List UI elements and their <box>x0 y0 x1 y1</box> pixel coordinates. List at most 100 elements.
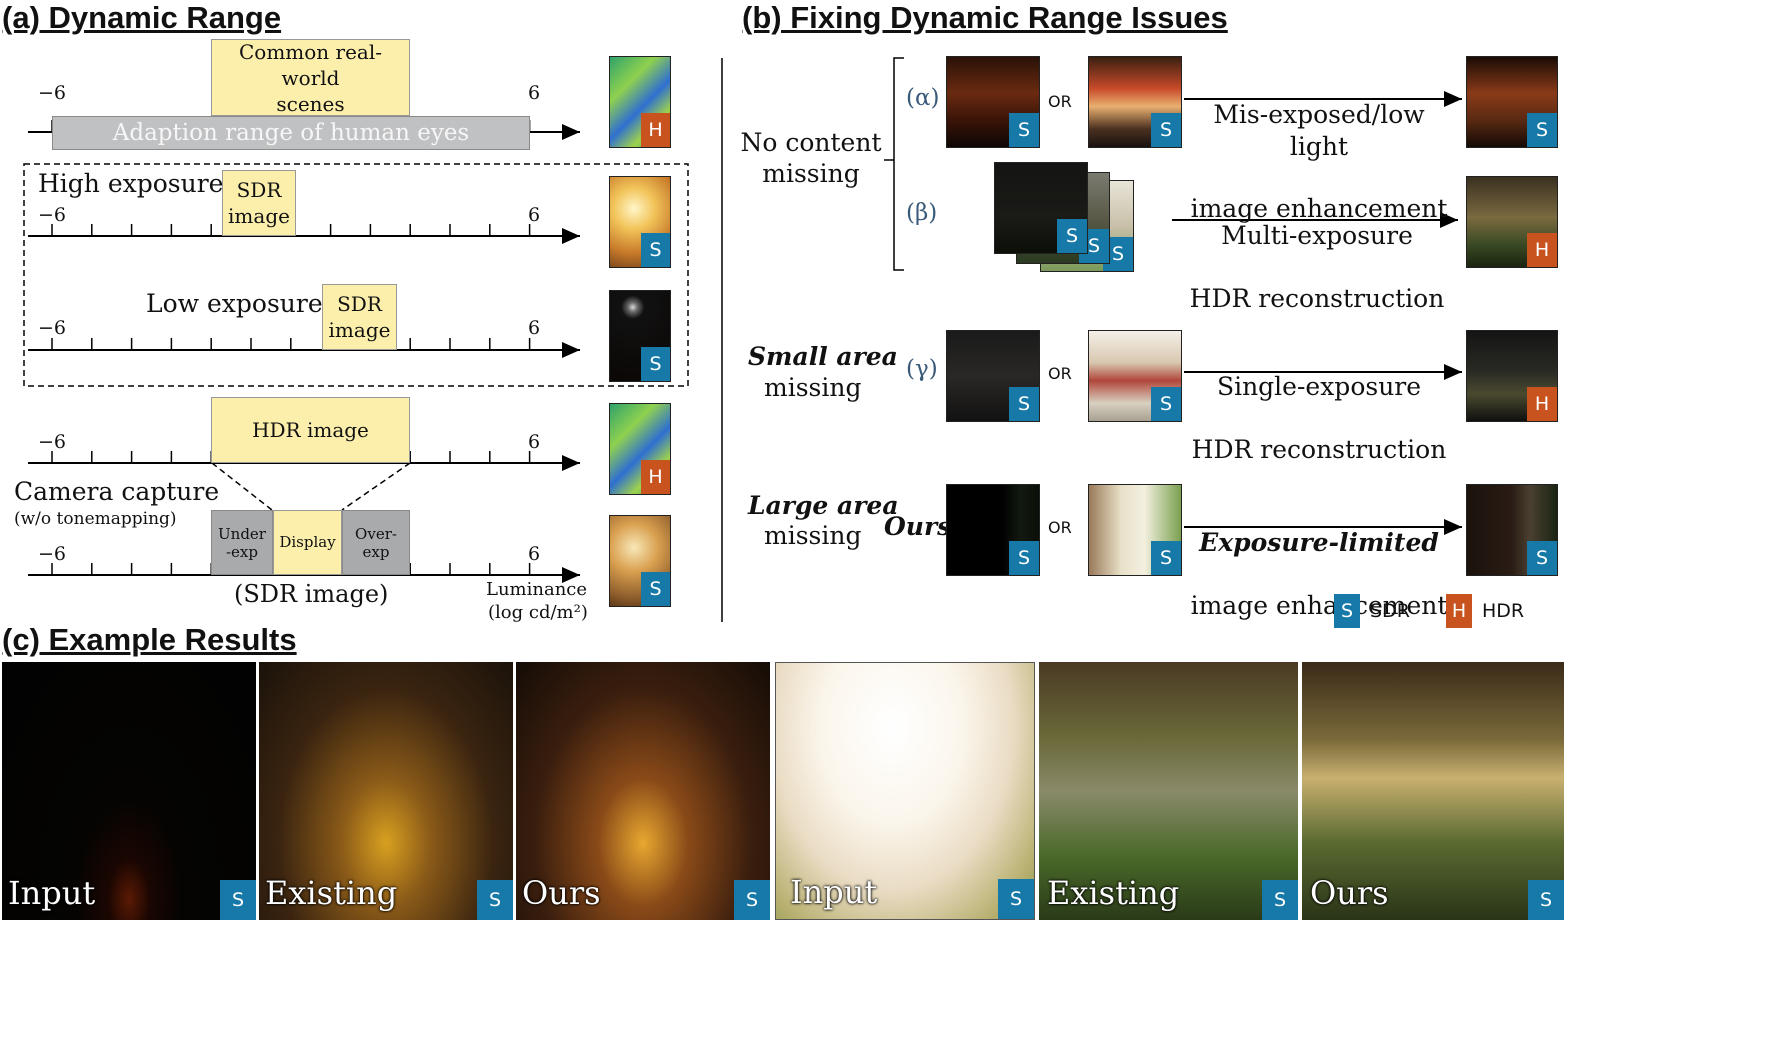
s-badge: S <box>998 879 1034 919</box>
arrow1-line1: Mis-exposed/low light <box>1213 100 1425 161</box>
street-bright-thumb: S <box>1088 330 1182 422</box>
sdr-image-label: (SDR image) <box>234 580 389 608</box>
gamma-label: (γ) <box>906 356 938 382</box>
s-badge: S <box>1151 387 1181 421</box>
over-exp-box: Over- exp <box>342 510 410 575</box>
temple-dark-thumb: S <box>946 56 1040 148</box>
axis-min-1: −6 <box>38 82 67 104</box>
section-c-title: (c) Example Results <box>2 622 297 657</box>
hdr-thumb-1: H <box>609 56 671 148</box>
camera-capture-sublabel: (w/o tonemapping) <box>14 509 177 529</box>
s-badge: S <box>1057 219 1087 253</box>
axis-max-4: 6 <box>528 431 541 453</box>
axis-max-3: 6 <box>528 317 541 339</box>
adaption-range-bar: Adaption range of human eyes <box>52 116 530 150</box>
luminance-unit: (log cd/m²) <box>488 602 588 623</box>
temple-bright-thumb: S <box>1088 56 1182 148</box>
alpha-label: (α) <box>906 85 940 111</box>
forest-bright-thumb: S <box>1088 484 1182 576</box>
legend-hdr-badge: H <box>1446 594 1472 628</box>
result-input-night: Input S <box>2 662 256 920</box>
display-box: Display <box>273 510 342 575</box>
arrow1-text: Mis-exposed/low light image enhancement <box>1184 68 1454 256</box>
bracket <box>884 57 904 271</box>
arrow4-text: Exposure-limited image enhancement <box>1184 496 1454 652</box>
sdr-box-low: SDR image <box>322 284 397 350</box>
result-existing-night: Existing S <box>259 662 513 920</box>
under-exp-box: Under -exp <box>211 510 273 575</box>
arrow1-line2: image enhancement <box>1190 194 1448 223</box>
result-existing-forest: Existing S <box>1039 662 1298 920</box>
s-badge: S <box>1262 880 1298 920</box>
hdr-building-thumb: H <box>1466 176 1558 268</box>
arrow4-line1: Exposure-limited <box>1199 528 1439 558</box>
result-label: Existing <box>265 874 398 912</box>
arrow2-line1: Multi-exposure <box>1221 221 1413 251</box>
h-badge: H <box>641 113 670 147</box>
axis-min-2: −6 <box>38 204 67 226</box>
common-scenes-box: Common real-world scenes <box>211 39 410 116</box>
s-badge: S <box>1009 541 1039 575</box>
small-area-label: Small area <box>748 342 898 371</box>
arrow4-line2: image enhancement <box>1190 590 1448 620</box>
axis-min-4: −6 <box>38 431 67 453</box>
legend-sdr-label: SDR <box>1370 600 1410 622</box>
large-missing-label: missing <box>764 521 862 550</box>
arrow2-line2: HDR reconstruction <box>1189 283 1445 313</box>
luminance-label: Luminance <box>486 579 588 600</box>
legend-sdr-badge: S <box>1334 594 1360 628</box>
s-badge: S <box>641 572 670 606</box>
section-b-title: (b) Fixing Dynamic Range Issues <box>742 0 1228 35</box>
low-exposure-label: Low exposure <box>146 289 323 318</box>
or-label: OR <box>1048 364 1072 383</box>
forest-dark-thumb: S <box>946 484 1040 576</box>
hdr-image-box: HDR image <box>211 397 410 463</box>
street-hdr-thumb: H <box>1466 330 1558 422</box>
s-badge: S <box>641 233 670 267</box>
s-badge: S <box>734 880 770 920</box>
high-exposure-label: High exposure <box>38 169 224 198</box>
result-label: Ours <box>522 874 601 912</box>
h-badge: H <box>1527 387 1557 421</box>
s-badge: S <box>477 880 513 920</box>
s-badge: S <box>1151 541 1181 575</box>
forest-enhanced-thumb: S <box>1466 484 1558 576</box>
s-badge: S <box>1009 387 1039 421</box>
sdr-box-high: SDR image <box>222 170 296 236</box>
s-badge: S <box>1009 113 1039 147</box>
s-badge: S <box>1151 113 1181 147</box>
multi-exposure-1: S <box>994 162 1088 254</box>
arrow3-text: Single-exposure HDR reconstruction <box>1184 340 1454 496</box>
adaption-range-label: Adaption range of human eyes <box>112 120 470 146</box>
beta-label: (β) <box>906 200 938 226</box>
h-badge: H <box>1527 233 1557 267</box>
result-label: Existing <box>1047 874 1180 912</box>
or-label: OR <box>1048 518 1072 537</box>
s-badge: S <box>1527 541 1557 575</box>
ours-label: Ours <box>884 512 952 541</box>
legend-hdr-label: HDR <box>1482 600 1525 622</box>
exposure-dashed-box <box>23 163 689 387</box>
axis-max-1: 6 <box>528 82 541 104</box>
large-area-label: Large area <box>748 491 899 520</box>
street-dark-thumb: S <box>946 330 1040 422</box>
no-content-missing-label: No content missing <box>740 128 882 189</box>
s-badge: S <box>641 347 670 381</box>
sdr-thumb-low: S <box>609 290 671 382</box>
result-input-forest: Input S <box>775 662 1035 920</box>
result-label: Ours <box>1310 874 1389 912</box>
h-badge: H <box>641 460 670 494</box>
axis-min-3: −6 <box>38 317 67 339</box>
sdr-thumb-display: S <box>609 515 671 607</box>
axis-max-5: 6 <box>528 543 541 565</box>
axis-min-5: −6 <box>38 543 67 565</box>
s-badge: S <box>1528 880 1564 920</box>
section-a-title: (a) Dynamic Range <box>2 0 282 35</box>
arrow2-text: Multi-exposure HDR reconstruction <box>1172 189 1462 345</box>
s-badge: S <box>220 880 256 920</box>
or-label: OR <box>1048 92 1072 111</box>
temple-enhanced-thumb: S <box>1466 56 1558 148</box>
arrow3-line2: HDR reconstruction <box>1191 434 1447 464</box>
hdr-thumb-2: H <box>609 403 671 495</box>
result-label: Input <box>8 874 96 912</box>
